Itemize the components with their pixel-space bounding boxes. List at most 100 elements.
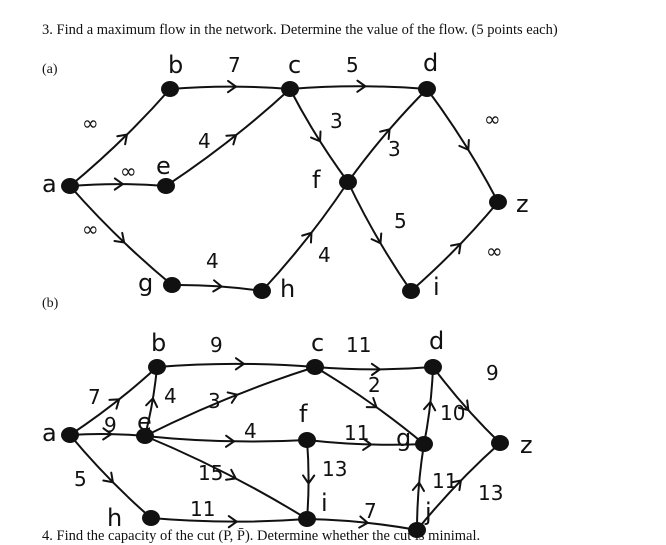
vertex-label-h: h xyxy=(280,275,295,303)
edge-arrow-a-b xyxy=(108,398,121,410)
edge-arrow-g-d xyxy=(423,400,437,412)
edge-capacity-g-h: 4 xyxy=(206,249,219,273)
edge-arrow-c-d xyxy=(356,79,368,93)
vertex-label-f: f xyxy=(312,166,321,194)
vertex-label-z: z xyxy=(520,431,533,459)
edge-c-f xyxy=(289,88,349,183)
edge-arrow-a-b xyxy=(116,133,129,146)
vertex-label-c: c xyxy=(288,51,301,79)
vertex-label-a: a xyxy=(42,170,57,198)
edge-capacity-e-b: 4 xyxy=(164,384,177,408)
vertex-label-f: f xyxy=(299,400,308,428)
edge-arrow-d-z xyxy=(457,399,470,412)
vertex-label-d: d xyxy=(423,49,438,77)
edge-e-c xyxy=(165,88,291,187)
edge-a-h xyxy=(69,434,152,519)
edge-capacity-e-c: 3 xyxy=(208,389,221,413)
vertex-label-a: a xyxy=(42,419,57,447)
edge-arrow-a-e xyxy=(113,177,125,191)
edge-arrow-b-c xyxy=(234,357,246,371)
problem-3-text: 3. Find a maximum flow in the network. D… xyxy=(42,22,558,38)
vertex-label-g: g xyxy=(396,424,411,452)
vertex-i xyxy=(402,283,420,299)
edge-arrow-e-b xyxy=(145,396,159,409)
edge-e-i xyxy=(144,435,308,520)
vertex-g xyxy=(163,277,181,293)
edge-arrow-h-f xyxy=(301,231,313,244)
vertex-a xyxy=(61,427,79,443)
edge-a-g xyxy=(69,185,173,286)
edge-arrow-c-f xyxy=(310,130,322,143)
edge-capacity-f-i: 5 xyxy=(394,209,407,233)
vertex-label-h: h xyxy=(107,504,122,532)
edge-b-c xyxy=(169,85,291,90)
vertex-i xyxy=(298,511,316,527)
vertex-g xyxy=(415,436,433,452)
edge-arrow-j-g xyxy=(411,480,426,493)
edge-capacity-b-c: 7 xyxy=(228,53,241,77)
vertex-z xyxy=(489,194,507,210)
edge-arrow-e-c xyxy=(226,391,239,404)
problem-4-text: 4. Find the capacity of the cut (P, P̄).… xyxy=(42,528,481,544)
edge-capacity-f-g: 11 xyxy=(344,421,369,445)
part-a-label: (a) xyxy=(42,62,58,77)
edge-arrow-d-z xyxy=(458,138,470,152)
edge-capacity-c-d: 11 xyxy=(346,333,371,357)
edge-capacity-e-i: 15 xyxy=(198,461,223,485)
edge-arrow-e-f xyxy=(224,434,236,448)
vertex-label-e: e xyxy=(137,408,152,436)
edge-arrow-f-d xyxy=(379,127,391,141)
edge-arrow-i-j xyxy=(358,515,370,529)
edge-capacity-a-b: 7 xyxy=(88,385,101,409)
edge-capacity-h-f: 4 xyxy=(318,243,331,267)
edge-e-f xyxy=(144,435,308,443)
edge-i-j xyxy=(306,518,418,531)
part-b-label: (b) xyxy=(42,296,59,311)
edge-c-d xyxy=(314,366,434,371)
vertex-z xyxy=(491,435,509,451)
edge-capacity-a-e: ∞ xyxy=(120,159,137,183)
edge-arrow-e-c xyxy=(225,134,238,146)
vertex-j xyxy=(408,522,426,538)
edge-arrow-a-e xyxy=(102,427,114,441)
vertex-c xyxy=(306,359,324,375)
edge-b-c xyxy=(156,362,316,368)
vertex-label-c: c xyxy=(311,329,324,357)
edge-arrow-f-i xyxy=(302,474,316,486)
edge-j-g xyxy=(416,443,425,531)
edge-h-f xyxy=(261,181,349,292)
edge-arrow-j-z xyxy=(450,479,463,492)
vertex-label-g: g xyxy=(138,269,153,297)
vertex-d xyxy=(418,81,436,97)
edge-a-b xyxy=(69,366,158,436)
vertex-h xyxy=(253,283,271,299)
edge-g-h xyxy=(171,283,263,292)
edge-arrow-f-i xyxy=(370,232,383,245)
edge-f-g xyxy=(306,439,425,446)
edge-capacity-d-z: 9 xyxy=(486,361,499,385)
edge-d-z xyxy=(426,88,499,203)
vertex-label-i: i xyxy=(433,273,440,301)
edge-arrow-g-h xyxy=(212,279,224,293)
edge-capacity-a-g: ∞ xyxy=(82,217,99,241)
vertex-a xyxy=(61,178,79,194)
edge-capacity-a-h: 5 xyxy=(74,467,87,491)
edge-capacity-h-i: 11 xyxy=(190,497,215,521)
vertex-label-b: b xyxy=(151,329,166,357)
vertex-label-z: z xyxy=(516,190,529,218)
vertex-d xyxy=(424,359,442,375)
edge-capacity-c-f: 3 xyxy=(330,109,343,133)
edge-capacity-g-d: 10 xyxy=(440,401,465,425)
edge-h-i xyxy=(150,517,308,523)
edge-capacity-i-z: ∞ xyxy=(486,239,503,263)
edge-a-b xyxy=(69,88,171,187)
vertex-c xyxy=(281,81,299,97)
vertex-b xyxy=(161,81,179,97)
edge-f-i xyxy=(306,439,310,520)
edge-f-d xyxy=(347,88,428,183)
edge-c-g xyxy=(314,366,425,445)
edge-capacity-b-c: 9 xyxy=(210,333,223,357)
